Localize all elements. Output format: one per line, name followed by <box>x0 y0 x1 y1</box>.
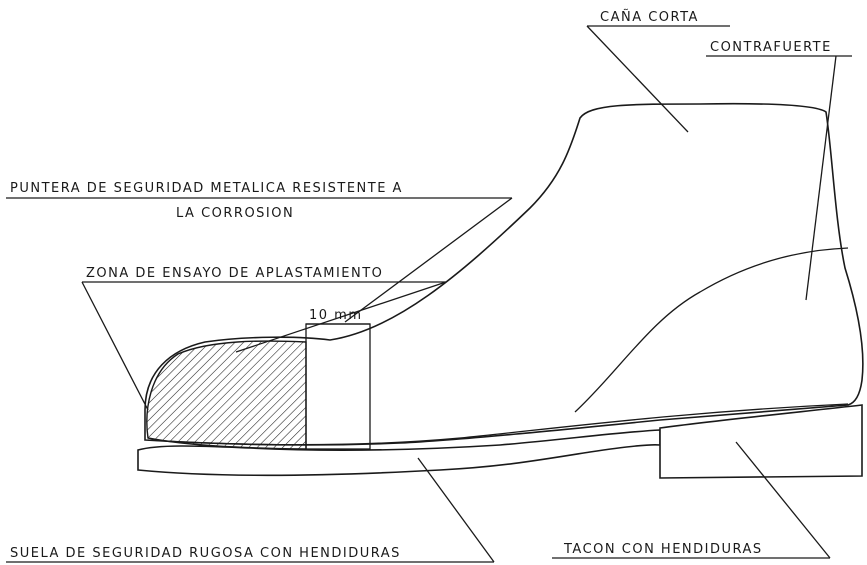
leader-suela <box>417 457 495 563</box>
label-zona-ensayo: ZONA DE ENSAYO DE APLASTAMIENTO <box>86 266 383 281</box>
heel <box>659 404 863 479</box>
leader-contrafuerte <box>805 55 837 301</box>
leader-puntera <box>344 197 513 323</box>
counter-curve <box>574 247 849 413</box>
label-tacon: TACON CON HENDIDURAS <box>563 542 763 557</box>
leader-zona-right <box>235 281 447 353</box>
leader-zona-left <box>81 281 149 411</box>
label-dimension: 10 mm <box>309 308 363 323</box>
label-puntera-line1: PUNTERA DE SEGURIDAD METALICA RESISTENTE… <box>10 181 403 196</box>
leader-cana <box>586 25 689 133</box>
leader-tacon <box>735 441 831 559</box>
label-suela: SUELA DE SEGURIDAD RUGOSA CON HENDIDURAS <box>10 546 401 561</box>
boot-upper <box>144 102 864 446</box>
label-cana-corta: CAÑA CORTA <box>600 9 699 25</box>
crush-test-zone <box>146 340 307 450</box>
label-contrafuerte: CONTRAFUERTE <box>710 40 832 55</box>
label-puntera-line2: LA CORROSION <box>176 206 294 221</box>
